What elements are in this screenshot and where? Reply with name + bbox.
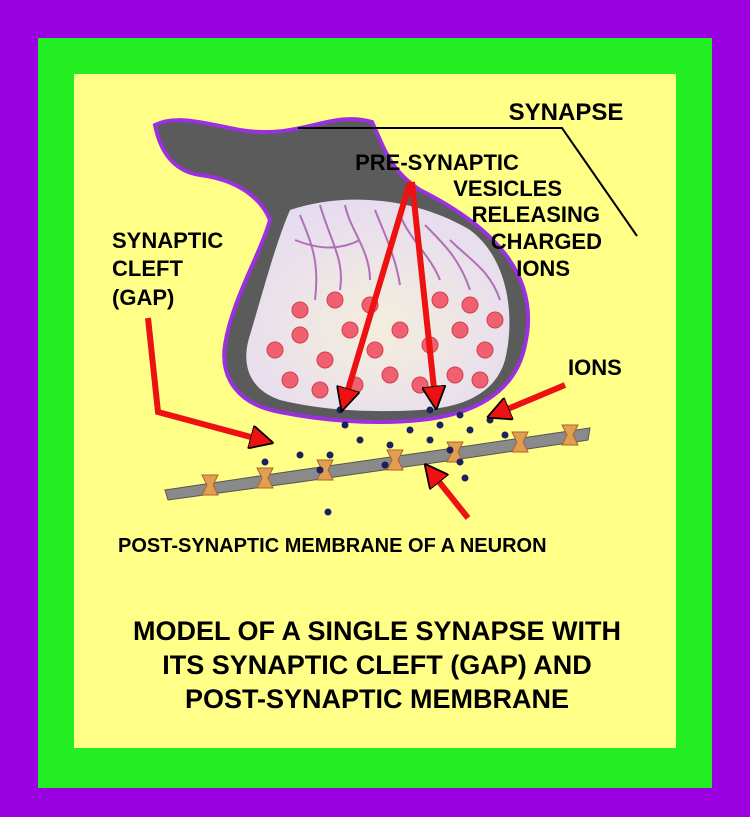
arrow-cleft [145, 317, 262, 440]
vesicle [486, 311, 504, 329]
vesicle [446, 366, 464, 384]
label-cleft-3: (GAP) [112, 285, 174, 310]
receptor [511, 431, 529, 453]
vesicle [381, 366, 399, 384]
receptor [256, 467, 274, 489]
ion [466, 426, 474, 434]
ion [446, 446, 454, 454]
ion [381, 461, 389, 469]
vesicle [431, 291, 449, 309]
ion [386, 441, 394, 449]
label-synapse: SYNAPSE [509, 99, 624, 126]
vesicle [326, 291, 344, 309]
arrow-vesicle-left [345, 181, 413, 400]
vesicle [451, 321, 469, 339]
vesicle [471, 371, 489, 389]
ion [316, 466, 324, 474]
arrows [145, 181, 567, 520]
ion [406, 426, 414, 434]
caption-line-2: ITS SYNAPTIC CLEFT (GAP) AND [162, 650, 592, 680]
vesicle [266, 341, 284, 359]
label-membrane: POST-SYNAPTIC MEMBRANE OF A NEURON [118, 535, 547, 557]
ion [336, 406, 344, 414]
vesicle [281, 371, 299, 389]
vesicle [411, 376, 429, 394]
label-cleft-2: CLEFT [112, 256, 183, 281]
vesicle [291, 301, 309, 319]
ion [296, 451, 304, 459]
label-ions: IONS [568, 355, 622, 380]
caption-line-1: MODEL OF A SINGLE SYNAPSE WITH [133, 616, 621, 646]
vesicle [341, 321, 359, 339]
arrow-membrane [432, 473, 471, 520]
arrow-vesicle-right [409, 181, 435, 398]
ion [324, 508, 332, 516]
vesicle [366, 341, 384, 359]
vesicle [311, 381, 329, 399]
vesicle [316, 351, 334, 369]
ion [356, 436, 364, 444]
arrow-ions [498, 382, 567, 413]
vesicle [461, 296, 479, 314]
vesicle [476, 341, 494, 359]
receptor [386, 449, 404, 471]
vesicle [291, 326, 309, 344]
ion [436, 421, 444, 429]
vesicle [391, 321, 409, 339]
axon-terminal [152, 117, 531, 424]
ion [341, 421, 349, 429]
caption-line-3: POST-SYNAPTIC MEMBRANE [185, 684, 569, 714]
ion [501, 431, 509, 439]
ion [461, 474, 469, 482]
label-pre-synaptic-4: CHARGED [491, 229, 602, 254]
post-synaptic-membrane [164, 424, 591, 501]
label-cleft-1: SYNAPTIC [112, 228, 223, 253]
label-pre-synaptic-2: VESICLES [453, 176, 562, 201]
ion [486, 416, 494, 424]
ion [426, 406, 434, 414]
ion [326, 451, 334, 459]
label-pre-synaptic-5: IONS [516, 256, 570, 281]
receptor [561, 424, 579, 446]
ion [456, 458, 464, 466]
microtubules [294, 204, 501, 301]
ion [261, 458, 269, 466]
label-pre-synaptic-1: PRE-SYNAPTIC [355, 150, 519, 175]
label-pre-synaptic-3: RELEASING [472, 202, 600, 227]
receptor [201, 474, 219, 496]
synapse-bracket-line [298, 127, 638, 237]
ion [456, 411, 464, 419]
ion [426, 436, 434, 444]
